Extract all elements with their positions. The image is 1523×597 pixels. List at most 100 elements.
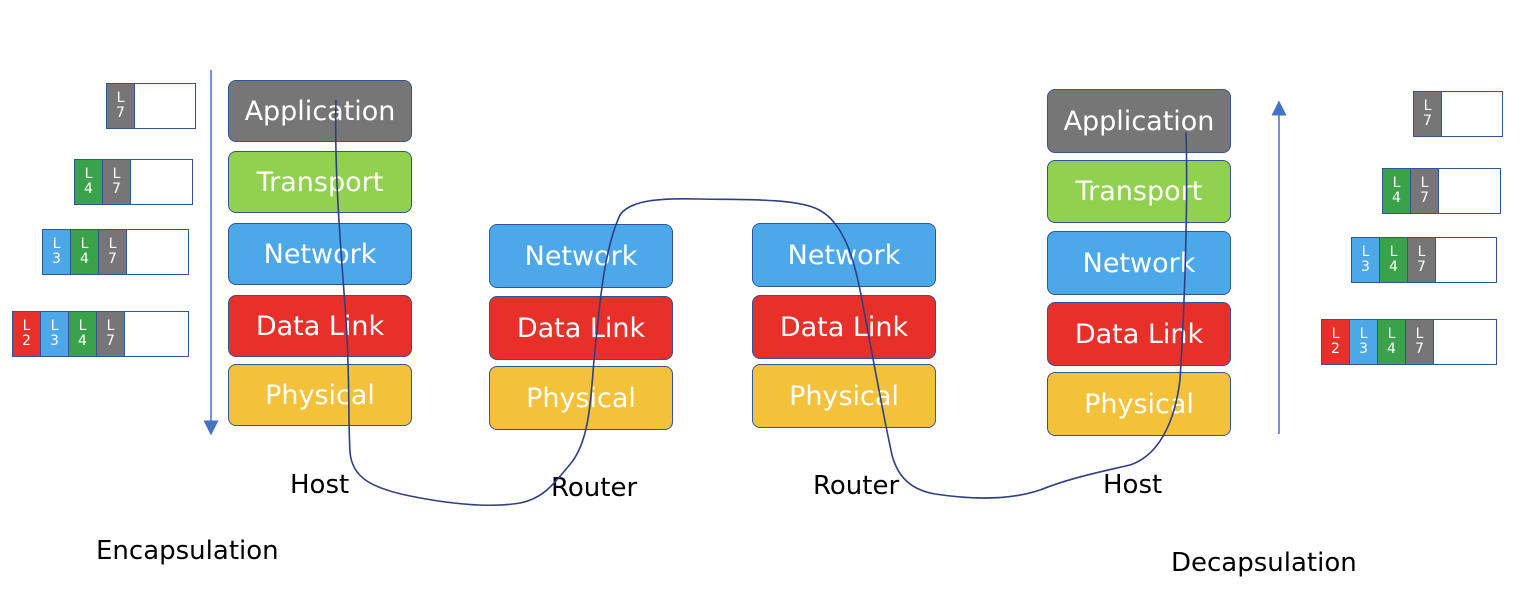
header-letter: L	[52, 236, 61, 252]
data-path-line	[334, 99, 1188, 506]
header-letter: L	[1417, 244, 1426, 260]
header-number: 4	[1389, 259, 1398, 275]
host-left-data-link-layer: Data Link	[228, 295, 412, 357]
header-number: 3	[52, 251, 61, 267]
payload	[131, 160, 192, 204]
layer-label: Network	[524, 240, 638, 272]
host-right-application-layer: Application	[1047, 89, 1231, 153]
layer-label: Physical	[265, 379, 375, 411]
payload	[1436, 238, 1496, 282]
header-letter: L	[116, 90, 125, 106]
router-2-physical-layer: Physical	[752, 364, 936, 428]
header-letter: L	[1361, 244, 1370, 260]
router-1-label: Router	[551, 473, 638, 503]
header-number: 7	[112, 181, 121, 197]
host-left-network-layer: Network	[228, 223, 412, 285]
host-left-transport-layer: Transport	[228, 151, 412, 213]
host-left-label: Host	[290, 470, 350, 500]
header-letter: L	[1359, 326, 1368, 342]
layer-label: Application	[1063, 105, 1215, 137]
router-2-network-layer: Network	[752, 223, 936, 287]
host-left-application-layer: Application	[228, 80, 412, 142]
host-right-transport-layer: Transport	[1047, 160, 1231, 223]
header-letter: L	[108, 236, 117, 252]
payload	[125, 312, 188, 356]
header-letter: L	[1331, 326, 1340, 342]
host-right-physical-layer: Physical	[1047, 372, 1231, 436]
host-right-network-layer: Network	[1047, 231, 1231, 295]
header-number: 4	[1392, 190, 1401, 206]
header-number: 3	[1361, 259, 1370, 275]
layer-label: Transport	[1075, 176, 1203, 207]
header-number: 4	[78, 333, 87, 349]
layer-label: Transport	[256, 166, 384, 198]
header-number: 3	[50, 333, 59, 349]
payload	[1434, 320, 1496, 364]
header-letter: L	[78, 318, 87, 334]
layer-label: Network	[1082, 247, 1196, 279]
layer-label: Application	[244, 95, 396, 127]
router-2-data-link-layer: Data Link	[752, 295, 936, 359]
header-letter: L	[22, 318, 31, 334]
header-number: 2	[1331, 341, 1340, 357]
header-number: 7	[1415, 341, 1424, 357]
header-number: 4	[80, 251, 89, 267]
header-letter: L	[1389, 244, 1398, 260]
header-letter: L	[80, 236, 89, 252]
host-left-physical-layer: Physical	[228, 364, 412, 426]
encapsulation-caption: Encapsulation	[96, 536, 279, 566]
router-1-data-link-layer: Data Link	[489, 296, 673, 360]
layer-label: Data Link	[516, 312, 646, 344]
header-letter: L	[112, 166, 121, 182]
header-number: 4	[1387, 341, 1396, 357]
header-letter: L	[1420, 175, 1429, 191]
payload	[1442, 92, 1502, 136]
header-number: 2	[22, 333, 31, 349]
layer-label: Data Link	[779, 311, 909, 343]
router-2-label: Router	[813, 471, 900, 501]
layer-label: Data Link	[255, 310, 385, 342]
header-number: 7	[1417, 259, 1426, 275]
header-letter: L	[1387, 326, 1396, 342]
layer-label: Physical	[526, 382, 636, 414]
header-letter: L	[1392, 175, 1401, 191]
header-number: 7	[108, 251, 117, 267]
payload	[1439, 169, 1500, 213]
router-1-physical-layer: Physical	[489, 366, 673, 430]
header-number: 7	[1423, 113, 1432, 129]
header-number: 7	[116, 105, 125, 121]
header-letter: L	[1423, 98, 1432, 114]
header-letter: L	[106, 318, 115, 334]
header-number: 3	[1359, 341, 1368, 357]
router-1-network-layer: Network	[489, 224, 673, 288]
payload	[135, 84, 195, 128]
payload	[127, 230, 188, 274]
header-number: 7	[106, 333, 115, 349]
